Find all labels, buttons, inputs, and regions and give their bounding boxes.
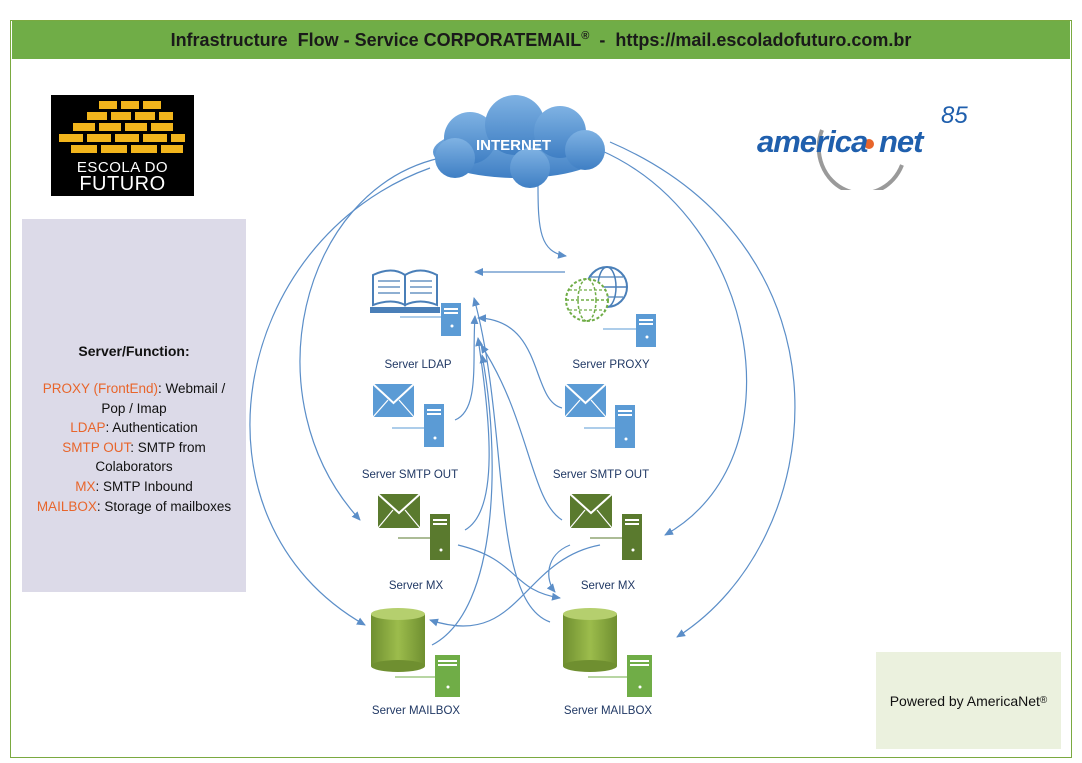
legend-desc: : SMTP Inbound: [95, 478, 193, 494]
arrow-internet-to-mailbox-right: [609, 141, 796, 638]
escola-do-futuro-logo: ESCOLA DO FUTURO: [51, 95, 194, 196]
escola-logo-line2: FUTURO: [79, 173, 166, 195]
mx-right-server-icon: [590, 514, 642, 560]
node-label-smtp-out-left: Server SMTP OUT: [361, 469, 459, 481]
envelope-icon: [564, 383, 607, 418]
arrow-internet-to-mx-left: [299, 157, 441, 521]
mailbox-right-server-icon: [588, 655, 652, 697]
node-label-mailbox-right: Server MAILBOX: [563, 705, 653, 717]
node-label-proxy: Server PROXY: [572, 359, 650, 371]
americanet-logo-number: 85: [941, 102, 968, 129]
envelope-icon: [372, 383, 415, 418]
ldap-server-icon: [400, 303, 461, 336]
arrow-internet-to-proxy: [537, 184, 567, 259]
legend-desc: : SMTP from Colaborators: [95, 439, 206, 475]
arrow-mx-left-to-ldap: [464, 337, 490, 531]
node-label-mx-left: Server MX: [388, 580, 444, 592]
mailbox-left-server-icon: [395, 655, 460, 697]
powered-by-text: Powered by AmericaNet: [889, 692, 1040, 709]
arrow-internet-to-mailbox-left: [249, 167, 431, 626]
legend-item-ldap: LDAP: Authentication: [22, 418, 246, 438]
proxy-server-icon: [603, 314, 656, 347]
brick-wall-icon: [59, 101, 185, 153]
legend-title: Server/Function:: [78, 343, 190, 359]
node-label-smtp-out-right: Server SMTP OUT: [552, 469, 650, 481]
legend-key: MAILBOX: [36, 498, 97, 514]
mx-left-server-icon: [398, 514, 450, 560]
arrow-mailbox-right-to-ldap: [472, 297, 551, 623]
legend-key: PROXY (FrontEnd): [42, 381, 158, 396]
legend-desc: : Authentication: [105, 420, 198, 436]
database-cylinder-icon: [563, 608, 617, 672]
legend-key: LDAP: [70, 420, 106, 436]
escola-logo-line1: ESCOLA DO: [76, 159, 169, 176]
node-label-mailbox-left: Server MAILBOX: [371, 705, 461, 717]
header-url: - https://mail.escoladofuturo.com.br: [589, 29, 912, 50]
arrow-smtp-left-to-ldap: [454, 315, 479, 421]
envelope-icon: [569, 493, 613, 529]
page-header: Infrastructure Flow - Service CORPORATEM…: [12, 21, 1070, 59]
smtp-out-left-server-icon: [392, 404, 444, 447]
database-cylinder-icon: [371, 608, 425, 672]
legend-panel: Server/Function: PROXY (FrontEnd): Webma…: [22, 219, 246, 592]
legend-item-proxy: PROXY (FrontEnd): Webmail / Pop / Imap: [22, 379, 246, 418]
legend-item-smtp-out: SMTP OUT: SMTP from Colaborators: [22, 438, 246, 477]
internet-label: INTERNET: [476, 137, 551, 154]
powered-by-registered-mark: ®: [1039, 695, 1048, 706]
node-label-ldap: Server LDAP: [384, 359, 452, 371]
globe-icon: [565, 266, 628, 322]
americanet-logo: america net 85: [752, 100, 982, 190]
legend-key: SMTP OUT: [62, 439, 131, 455]
americanet-swoosh-icon: [816, 129, 904, 190]
book-icon: [370, 269, 440, 313]
legend-item-mx: MX: SMTP Inbound: [22, 477, 246, 497]
arrow-mx-right-to-ldap: [480, 344, 563, 521]
legend-desc: : Webmail / Pop / Imap: [101, 381, 226, 416]
arrow-mx-right-to-mailbox-left: [429, 544, 601, 627]
flow-arrows: [249, 141, 796, 646]
arrow-mailbox-left-to-ldap: [431, 354, 493, 646]
legend-desc: : Storage of mailboxes: [96, 498, 232, 514]
americanet-logo-word2: net: [879, 124, 923, 159]
americanet-logo-word1: america: [757, 124, 868, 159]
diagram-frame: [10, 20, 1072, 758]
legend-key: MX: [75, 478, 96, 494]
header-registered-mark: ®: [581, 30, 590, 42]
smtp-out-right-server-icon: [584, 405, 635, 448]
header-title: Infrastructure Flow - Service CORPORATEM…: [170, 29, 582, 50]
envelope-icon: [377, 493, 421, 529]
arrow-mx-right-to-mailbox-right: [546, 544, 571, 593]
internet-cloud-icon: [433, 95, 605, 188]
arrow-smtp-right-to-ldap: [477, 314, 563, 409]
powered-by-box: Powered by AmericaNet®: [876, 652, 1061, 749]
legend-item-mailbox: MAILBOX: Storage of mailboxes: [22, 497, 246, 517]
arrow-mx-left-to-mailbox-right: [457, 544, 561, 601]
node-label-mx-right: Server MX: [580, 580, 636, 592]
legend-items: PROXY (FrontEnd): Webmail / Pop / Imap L…: [22, 379, 246, 516]
arrow-internet-to-mx-right: [599, 149, 748, 536]
